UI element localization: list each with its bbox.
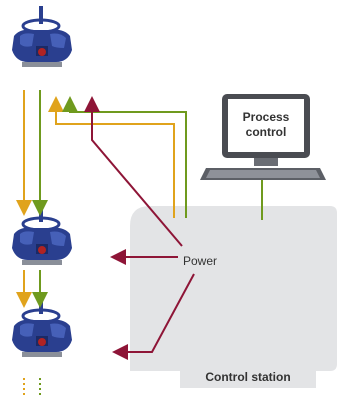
valve-actuator-icon [10,4,74,69]
control-station-label: Control station [205,370,290,384]
control-station-panel [130,206,337,371]
power-line-bottom [112,273,195,360]
process-control-label-line2: control [246,125,287,139]
valve-actuator-icon [10,202,74,267]
process-control-label-line1: Process [243,110,290,124]
computer-icon [200,94,326,180]
valve-actuator-icon [10,294,74,359]
power-label: Power [183,254,217,268]
power-line-top [84,96,183,247]
bus-return-yellow [48,96,175,218]
bus-return-green [62,96,187,218]
control-station-tab [180,364,316,388]
